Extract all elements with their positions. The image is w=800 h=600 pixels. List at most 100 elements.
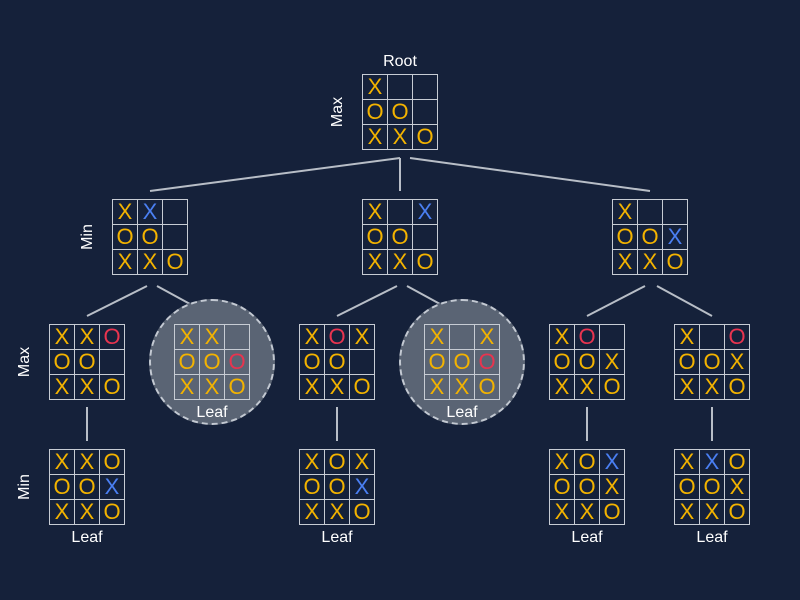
board-cell bbox=[600, 325, 625, 350]
board-cell bbox=[413, 100, 438, 125]
board-cell bbox=[388, 200, 413, 225]
board-cell: O bbox=[663, 250, 688, 275]
board-cell: X bbox=[700, 500, 725, 525]
min-label-level3: Min bbox=[16, 474, 33, 500]
board-cell: O bbox=[225, 350, 250, 375]
board-cell: X bbox=[425, 325, 450, 350]
board-cell: X bbox=[550, 500, 575, 525]
board-cell: O bbox=[413, 125, 438, 150]
board-cell: X bbox=[113, 200, 138, 225]
board-cell: O bbox=[725, 325, 750, 350]
board-cell: O bbox=[75, 475, 100, 500]
board-cell: X bbox=[350, 475, 375, 500]
board-cell: X bbox=[675, 325, 700, 350]
root-label: Root bbox=[383, 53, 417, 70]
board-cell: O bbox=[100, 375, 125, 400]
board-cell: X bbox=[200, 375, 225, 400]
board-cell: X bbox=[175, 375, 200, 400]
leaf-label-bottom-2: Leaf bbox=[321, 529, 353, 546]
board-cell: X bbox=[413, 200, 438, 225]
board-cell: X bbox=[350, 450, 375, 475]
board-cell: X bbox=[138, 250, 163, 275]
tree-edge bbox=[149, 157, 401, 192]
board-cell: O bbox=[575, 475, 600, 500]
board-cell: X bbox=[175, 325, 200, 350]
board-cell: O bbox=[163, 250, 188, 275]
board-cell bbox=[388, 75, 413, 100]
board-cell: O bbox=[613, 225, 638, 250]
min-label-level1: Min bbox=[79, 224, 96, 250]
board-cell: X bbox=[300, 325, 325, 350]
board-cell: X bbox=[75, 325, 100, 350]
board-cell: X bbox=[600, 450, 625, 475]
tree-edge bbox=[86, 285, 148, 317]
board-cell: X bbox=[363, 125, 388, 150]
board-cell: X bbox=[450, 375, 475, 400]
board-cell: O bbox=[638, 225, 663, 250]
board-cell: X bbox=[50, 500, 75, 525]
board-cell: O bbox=[325, 350, 350, 375]
board-cell bbox=[450, 325, 475, 350]
board-cell bbox=[350, 350, 375, 375]
board-cell: O bbox=[550, 350, 575, 375]
board-cell: O bbox=[475, 375, 500, 400]
board-cell: O bbox=[75, 350, 100, 375]
board-cell: O bbox=[675, 350, 700, 375]
leaf-halo-center bbox=[399, 299, 525, 425]
board-cell: X bbox=[75, 375, 100, 400]
max-label-level2: Max bbox=[16, 346, 33, 378]
board-cell: X bbox=[75, 450, 100, 475]
board-cell: X bbox=[675, 450, 700, 475]
leaf-label-bottom-1: Leaf bbox=[71, 529, 103, 546]
board-cell: X bbox=[300, 375, 325, 400]
board-cell: O bbox=[575, 350, 600, 375]
board-cell: O bbox=[600, 500, 625, 525]
board-cell: O bbox=[300, 350, 325, 375]
board-cell: O bbox=[225, 375, 250, 400]
board-cell: O bbox=[325, 450, 350, 475]
board-cell: X bbox=[200, 325, 225, 350]
board-cell: X bbox=[725, 475, 750, 500]
board-cell bbox=[413, 75, 438, 100]
board-cell: O bbox=[100, 500, 125, 525]
board-cell bbox=[413, 225, 438, 250]
board-cell: X bbox=[675, 375, 700, 400]
board-cell: X bbox=[388, 250, 413, 275]
board-cell: O bbox=[50, 475, 75, 500]
board-cell: X bbox=[300, 450, 325, 475]
board-cell: O bbox=[113, 225, 138, 250]
board-cell: X bbox=[600, 350, 625, 375]
board-cell: O bbox=[50, 350, 75, 375]
board-cell: X bbox=[50, 450, 75, 475]
board-cell: O bbox=[300, 475, 325, 500]
board-cell: O bbox=[363, 225, 388, 250]
board-cell: O bbox=[200, 350, 225, 375]
board-cell: X bbox=[700, 450, 725, 475]
board-cell: O bbox=[450, 350, 475, 375]
board-cell: X bbox=[325, 500, 350, 525]
board-cell: O bbox=[725, 500, 750, 525]
board-cell bbox=[225, 325, 250, 350]
board-cell bbox=[100, 350, 125, 375]
board-cell: O bbox=[575, 450, 600, 475]
board-cell: O bbox=[325, 475, 350, 500]
board-cell: O bbox=[475, 350, 500, 375]
tree-edge bbox=[586, 285, 646, 317]
board-cell: O bbox=[350, 375, 375, 400]
board-cell: X bbox=[50, 375, 75, 400]
leaf-label-halo-center: Leaf bbox=[446, 404, 478, 421]
board-cell bbox=[638, 200, 663, 225]
board-cell: O bbox=[100, 325, 125, 350]
board-cell: X bbox=[575, 500, 600, 525]
